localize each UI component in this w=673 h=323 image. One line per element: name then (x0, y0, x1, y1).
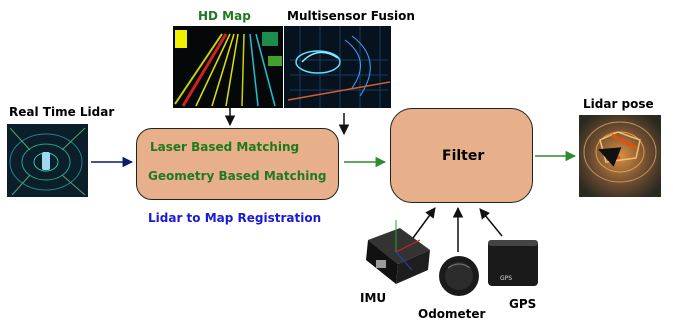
filter-label: Filter (442, 148, 485, 164)
imu-label: IMU (360, 291, 387, 305)
geometry-matching-label: Geometry Based Matching (148, 169, 327, 183)
filter-box: Filter (390, 108, 533, 203)
real-time-lidar-label: Real Time Lidar (9, 105, 115, 119)
multisensor-fusion-image (284, 26, 391, 108)
hd-map-label: HD Map (198, 9, 251, 23)
registration-label: Lidar to Map Registration (148, 211, 322, 225)
gps-device-image (488, 240, 538, 286)
laser-matching-label: Laser Based Matching (150, 140, 300, 154)
arrow-imu-to-filter (412, 207, 436, 239)
odometer-device-image (439, 256, 479, 296)
lidar-pose-label: Lidar pose (583, 97, 654, 111)
real-time-lidar-image (7, 124, 88, 197)
gps-label: GPS (509, 297, 537, 311)
multisensor-fusion-label: Multisensor Fusion (287, 9, 415, 23)
arrow-gps-to-filter (479, 208, 503, 237)
lidar-pose-image (579, 115, 661, 197)
odometer-label: Odometer (418, 307, 486, 321)
gps-device-text: GPS (500, 275, 512, 282)
registration-box: Laser Based Matching Geometry Based Matc… (136, 128, 339, 200)
hd-map-image (173, 26, 283, 108)
imu-device-image (366, 220, 430, 284)
